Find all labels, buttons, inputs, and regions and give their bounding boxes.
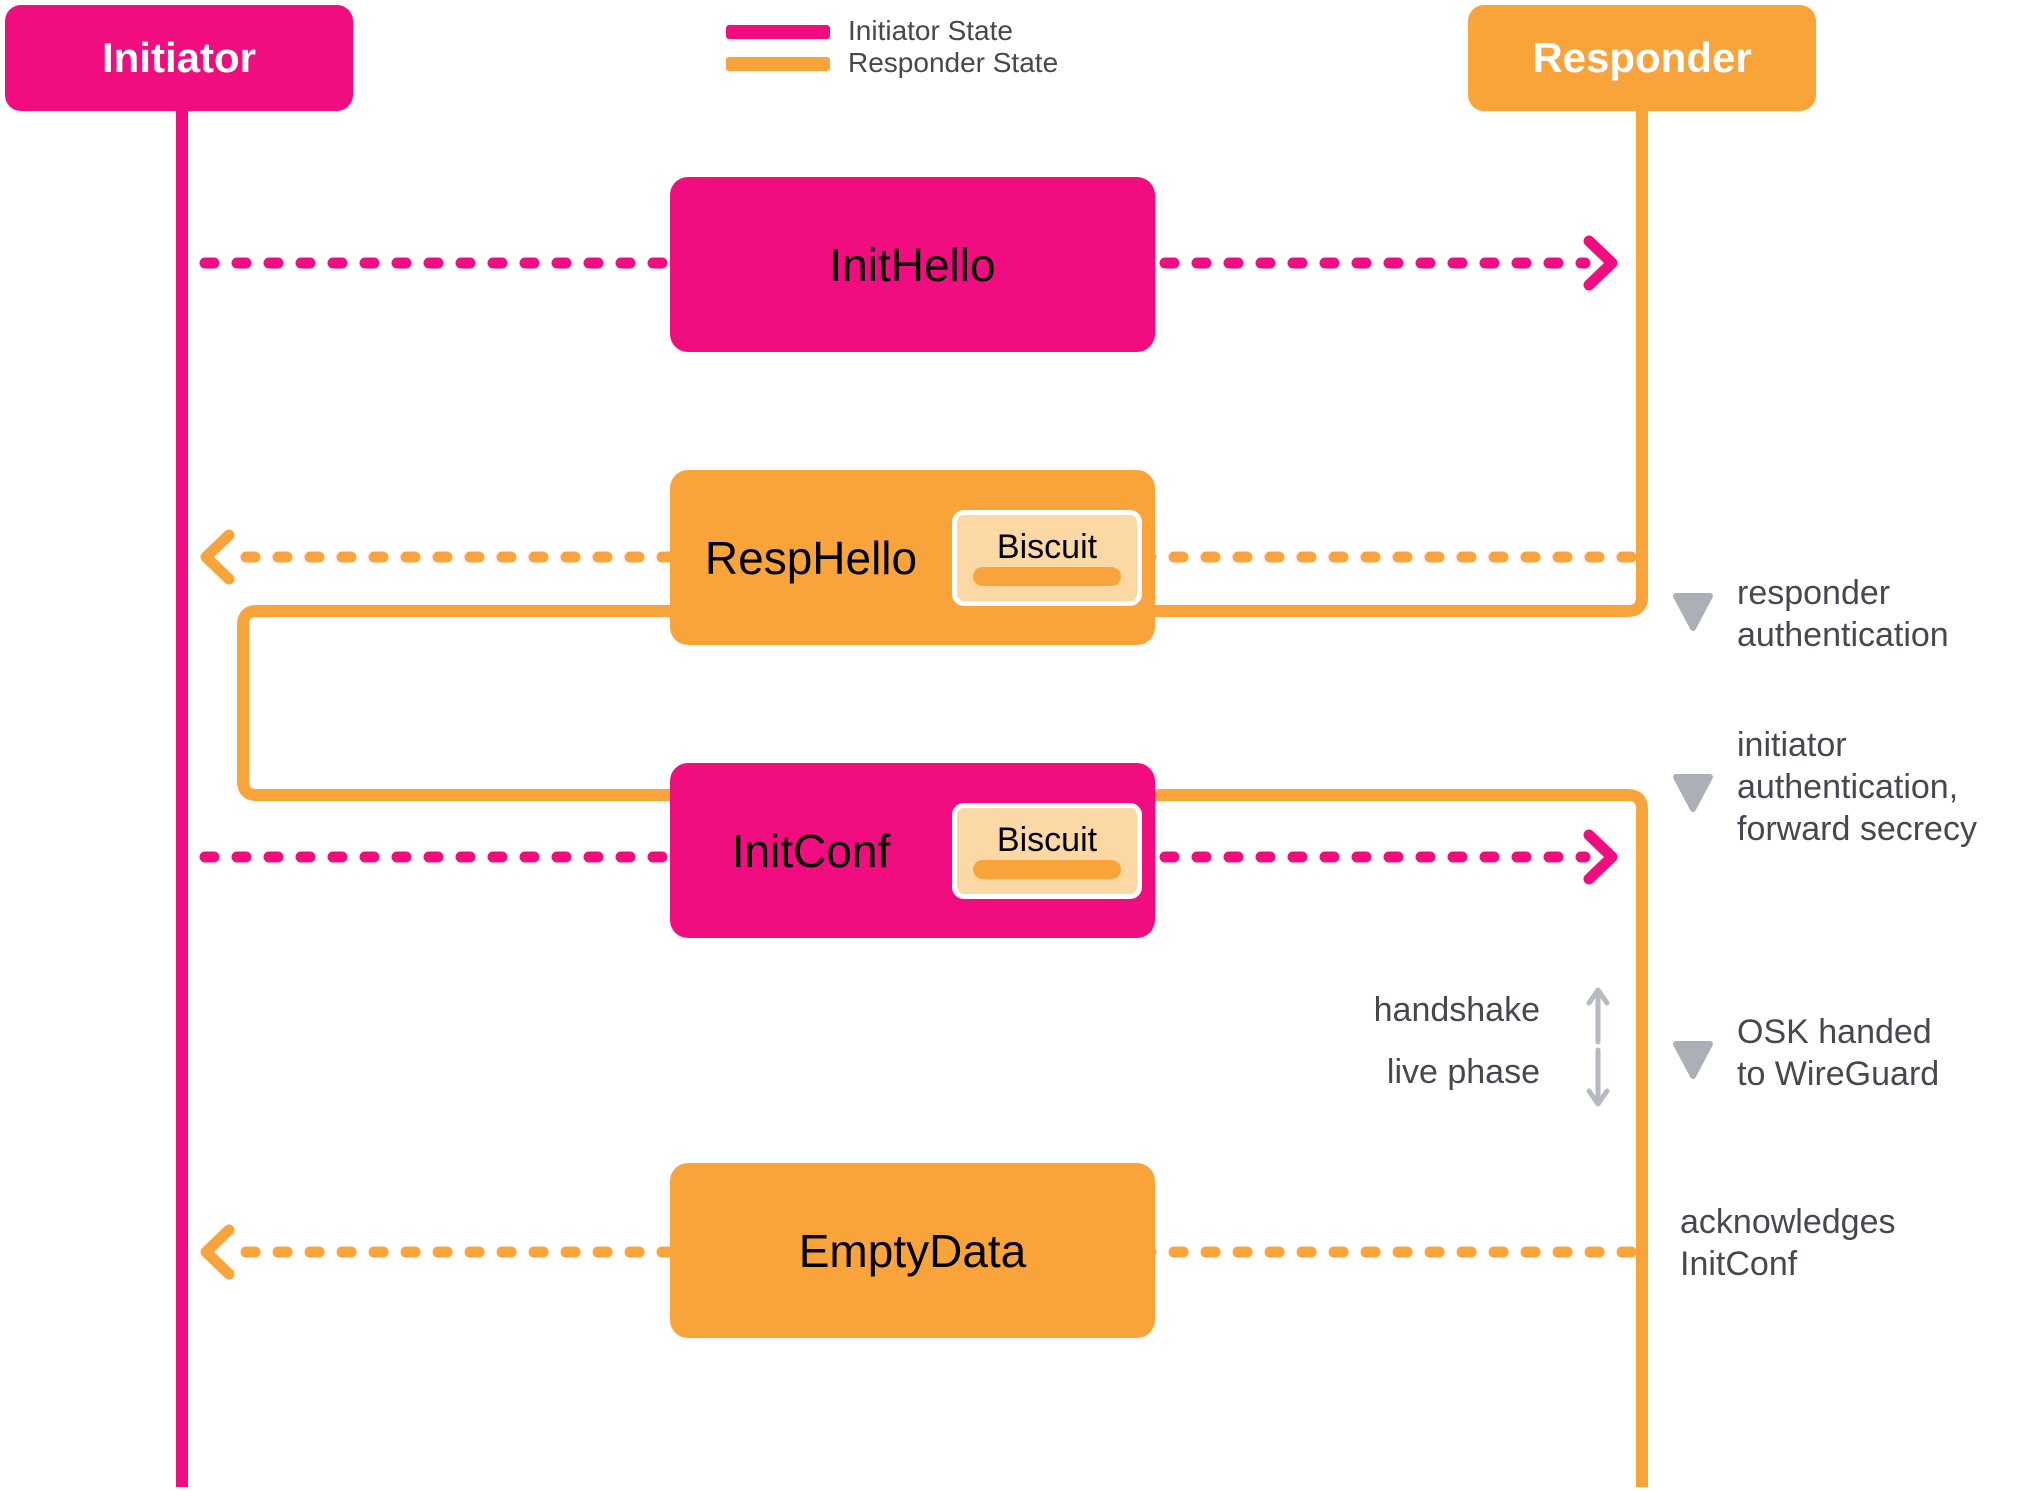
arrow-emptydata: [200, 1224, 1643, 1280]
arrow-inithello: [199, 235, 1618, 291]
biscuit-label: Biscuit: [996, 820, 1098, 859]
biscuit-box-resphello: Biscuit: [952, 509, 1142, 606]
annotation-acknowledges-initconf: acknowledges InitConf: [1680, 1203, 1896, 1283]
actor-initiator-label: Initiator: [102, 34, 256, 81]
arrow-resphello: [200, 529, 1643, 585]
annotation-handshake-phase: handshake: [1373, 991, 1540, 1029]
biscuit-label: Biscuit: [996, 527, 1098, 566]
message-label-initconf: InitConf: [731, 824, 891, 877]
legend: Initiator State Responder State: [726, 17, 1058, 77]
annotation-initiator-authentication: initiator authentication, forward secrec…: [1737, 726, 1977, 848]
message-box-initconf: InitConf Biscuit: [670, 763, 1155, 938]
legend-item-responder-state: Responder State: [726, 49, 1058, 77]
message-label-inithello: InitHello: [829, 238, 996, 291]
biscuit-state-bar-icon: [973, 566, 1121, 586]
biscuit-state-bar-icon: [973, 859, 1121, 879]
responder-state-path: [237, 110, 1648, 1487]
live-phase-down-arrow-icon: [1586, 1047, 1610, 1107]
message-box-inithello: InitHello: [670, 177, 1155, 352]
initiator-state-swatch-icon: [726, 25, 830, 39]
annotation-live-phase: live phase: [1386, 1053, 1540, 1091]
message-box-emptydata: EmptyData: [670, 1163, 1155, 1338]
arrowhead-right-icon: [1583, 235, 1618, 291]
actor-box-initiator: Initiator: [5, 5, 353, 111]
annotation-responder-authentication: responder authentication: [1737, 574, 1949, 654]
message-box-resphello: RespHello Biscuit: [670, 470, 1155, 645]
message-label-resphello: RespHello: [704, 531, 918, 584]
biscuit-box-initconf: Biscuit: [952, 802, 1142, 899]
legend-item-initiator-state: Initiator State: [726, 17, 1058, 45]
arrow-initconf: [199, 829, 1618, 885]
arrowhead-left-icon: [200, 1224, 235, 1280]
responder-state-swatch-icon: [726, 57, 830, 71]
legend-label-initiator-state: Initiator State: [848, 15, 1013, 46]
annotation-osk-handed-to-wireguard: OSK handed to WireGuard: [1737, 1013, 1940, 1093]
initiator-auth-triangle-icon: [1673, 774, 1713, 812]
arrowhead-left-icon: [200, 529, 235, 585]
actor-box-responder: Responder: [1468, 5, 1816, 111]
legend-label-responder-state: Responder State: [848, 47, 1059, 78]
message-label-emptydata: EmptyData: [798, 1224, 1027, 1277]
arrowhead-right-icon: [1583, 829, 1618, 885]
handshake-up-arrow-icon: [1586, 987, 1610, 1045]
actor-responder-label: Responder: [1532, 34, 1752, 81]
osk-triangle-icon: [1673, 1041, 1713, 1079]
responder-auth-triangle-icon: [1673, 593, 1713, 631]
